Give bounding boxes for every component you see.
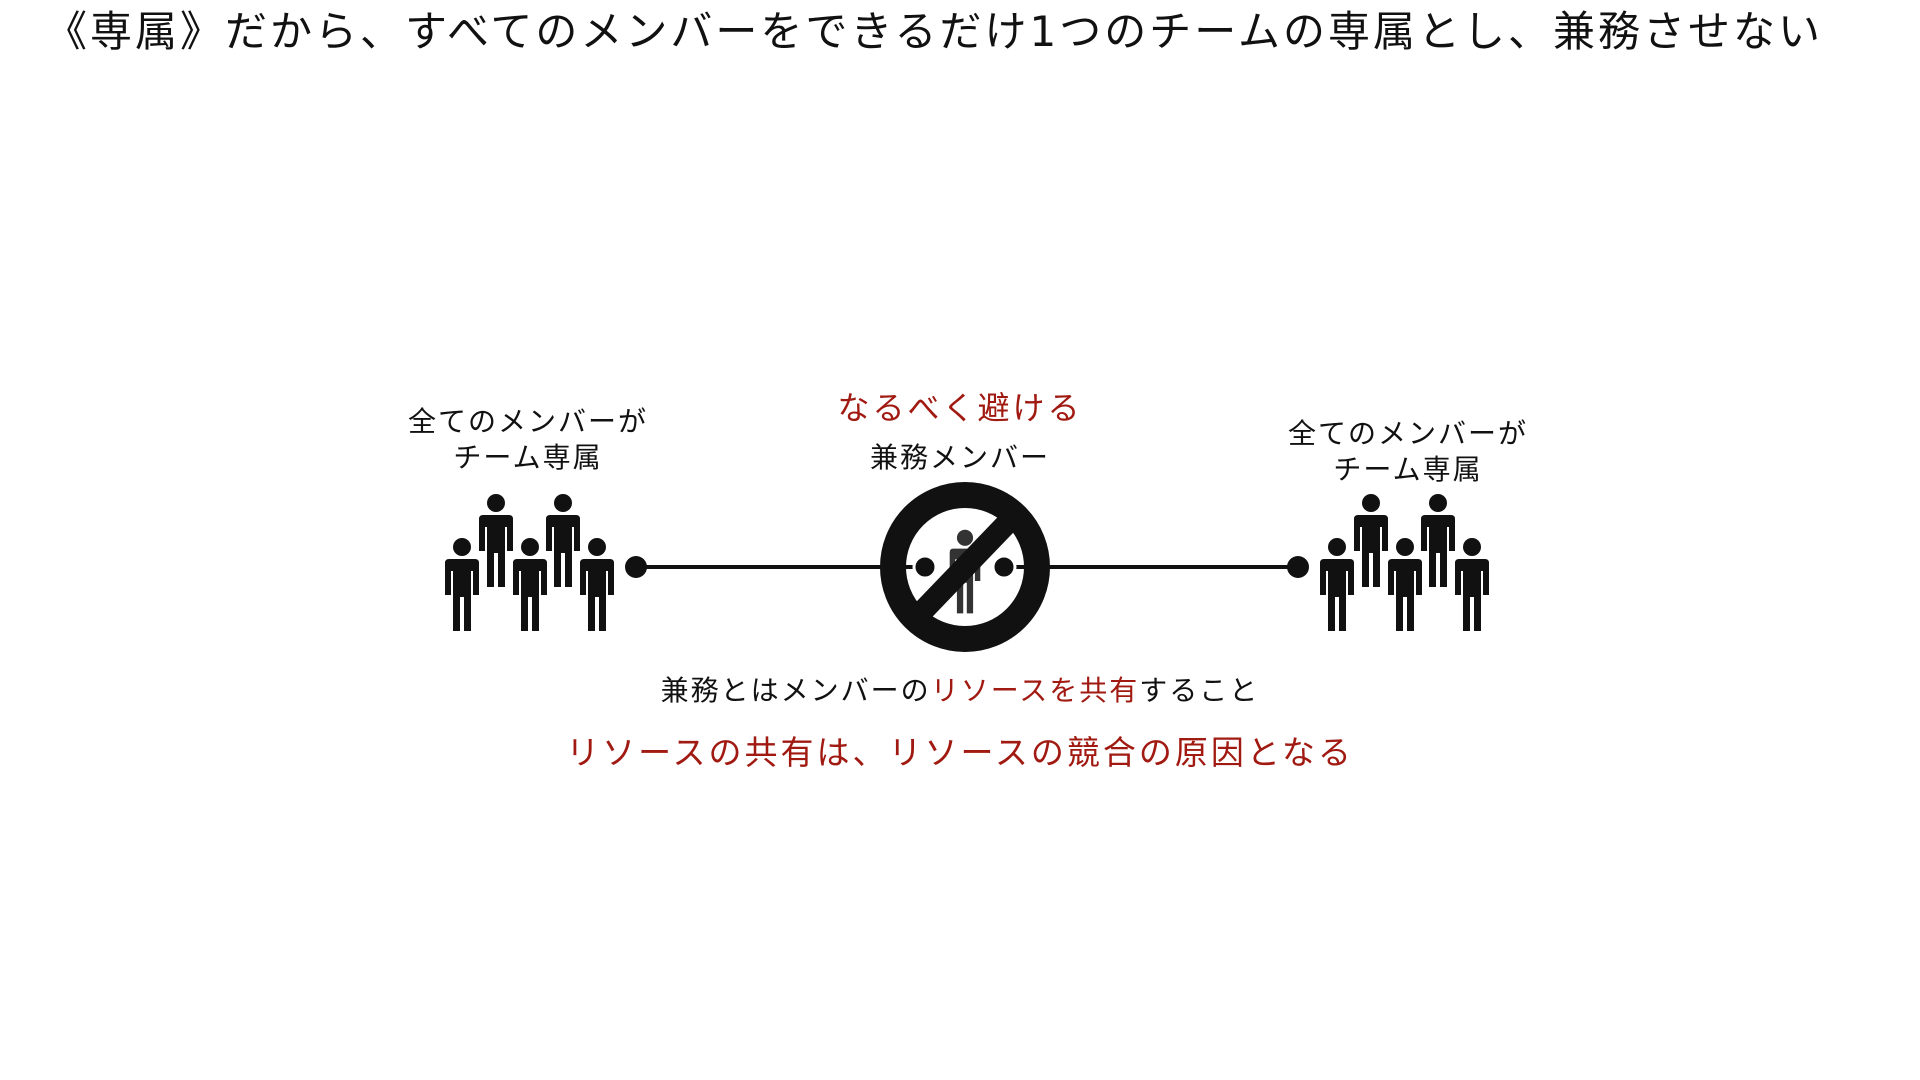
definition-note: 兼務とはメンバーのリソースを共有すること [460,673,1460,709]
definition-prefix: 兼務とはメンバーの [660,674,931,707]
slide-title: 《専属》だから、すべてのメンバーをできるだけ1つのチームの専属とし、兼務させない [45,7,1824,56]
center-right-node [991,554,1017,580]
left-group-label: 全てのメンバーが チーム専属 [378,404,678,476]
left-group-label-line2: チーム専属 [453,441,603,474]
definition-highlight: リソースを共有 [930,674,1140,707]
right-group-label-line1: 全てのメンバーが [1287,417,1528,450]
shared-member-label: 兼務メンバー [869,441,1050,474]
people-group-icon [1320,494,1489,631]
people-group-icon [445,494,614,631]
right-group-label-line2: チーム専属 [1333,453,1483,486]
definition-suffix: すること [1139,674,1260,707]
conflict-note: リソースの共有は、リソースの競合の原因となる [566,733,1354,772]
right-connector-node [1287,556,1309,578]
avoid-label: なるべく避ける [837,389,1083,427]
left-connector-node [625,556,647,578]
left-group-label-line1: 全てのメンバーが [407,405,648,438]
right-group-label: 全てのメンバーが チーム専属 [1258,416,1558,488]
center-left-node [912,554,938,580]
no-person-icon [880,482,1050,652]
